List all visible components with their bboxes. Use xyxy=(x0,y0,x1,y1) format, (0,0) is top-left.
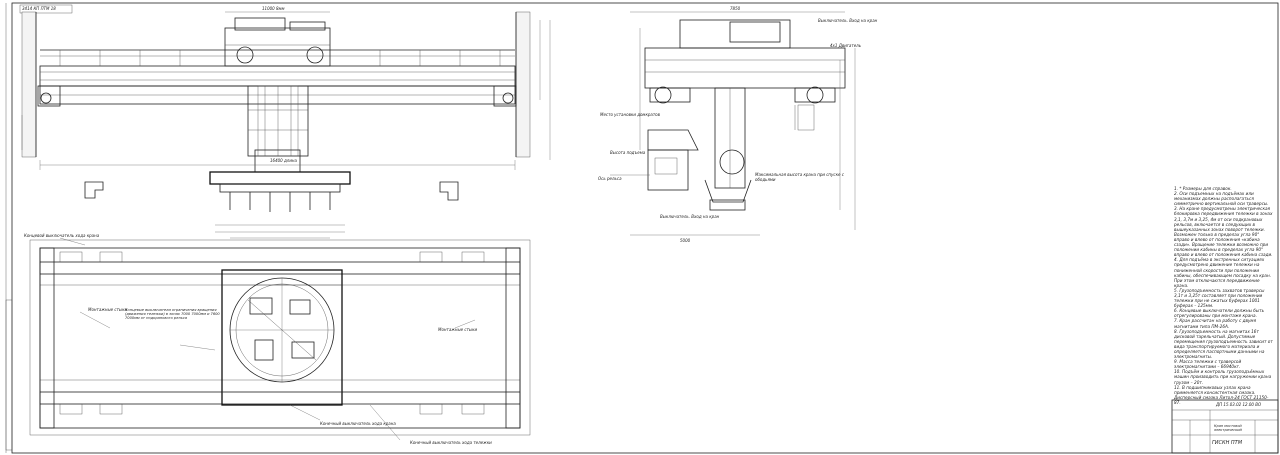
leader-travel-limit-left: Концевой выключатель хода крана xyxy=(24,233,100,238)
dim-side-top: 7850 xyxy=(730,6,741,11)
leader-dim-span: Ось рельса xyxy=(598,176,622,181)
side-view xyxy=(610,11,856,236)
note-item: 8. Грузоподъемность на магнитах 16т диск… xyxy=(1174,328,1273,360)
dim-span-bottom: 16400 длина xyxy=(270,158,297,163)
leader-mount-right: Монтажные стыки xyxy=(438,327,478,332)
note-item: 4. Для подъёма в экстренных ситуациях пр… xyxy=(1174,257,1272,288)
title-block xyxy=(1171,399,1279,454)
note-item: 5. Грузоподъемность захватов траверсы 3,… xyxy=(1174,287,1265,309)
dim-top-main: 11000 8мм xyxy=(262,6,285,11)
dim-side-bottom: 5000 xyxy=(680,238,691,243)
stamp-top-left-box xyxy=(19,4,73,14)
label-top-right: 4x1 Двигатель xyxy=(830,43,862,48)
leader-limit-cart-note: Концевые выключатели ограничения вращени… xyxy=(125,308,220,320)
note-item: 2. Оси подъемных на подъёмах или механиз… xyxy=(1174,191,1269,207)
note-item: 6. Концевые выключатели должны быть отре… xyxy=(1174,308,1265,319)
leader-max-lift: Максимальная высота крана при спуске с о… xyxy=(755,172,844,182)
note-item: 11. В подшипниковых узлах крана применяе… xyxy=(1174,384,1269,405)
note-item: 10. Подъём и контроль грузоподъёмных маш… xyxy=(1174,369,1272,385)
institution: ГИСКН ПТМ xyxy=(1212,440,1243,446)
leader-mount-left: Монтажные стыки xyxy=(88,307,128,312)
drawing-title: Кран мостовой электрический xyxy=(1214,424,1242,432)
note-item: 7. Кран рассчитан на работу с двумя магн… xyxy=(1174,318,1257,329)
leader-install-place: Место установки домкратов xyxy=(600,112,660,117)
note-item: 9. Масса тележки с траверсой электромагн… xyxy=(1174,359,1242,370)
leader-dim-left: Высота подъема xyxy=(610,150,646,155)
front-view xyxy=(21,11,551,239)
note-item: 1. * Размеры для справок. xyxy=(1174,186,1232,191)
leader-bottom-limit-crane: Конечный выключатель хода крана xyxy=(320,421,396,426)
leader-side-limit-lower: Выключатель. Вход на кран xyxy=(660,214,720,219)
technical-notes: 1. * Размеры для справок. 2. Оси подъемн… xyxy=(1174,186,1274,405)
leader-bottom-limit-cart: Конечный выключатель хода тележки xyxy=(410,440,492,445)
drawing-code: ДП 15.03.02 12.00 ВО xyxy=(1216,402,1262,407)
sheet-border xyxy=(11,2,1279,454)
plan-view xyxy=(29,237,531,441)
stamp-top-left: 3414 КП ПТМ 18 xyxy=(22,6,56,11)
note-item: 3. На кране предусмотрены электрическая … xyxy=(1174,206,1273,258)
side-stamp-box xyxy=(5,299,13,451)
leader-side-limit-top: Выключатель. Вход на кран xyxy=(818,18,878,23)
